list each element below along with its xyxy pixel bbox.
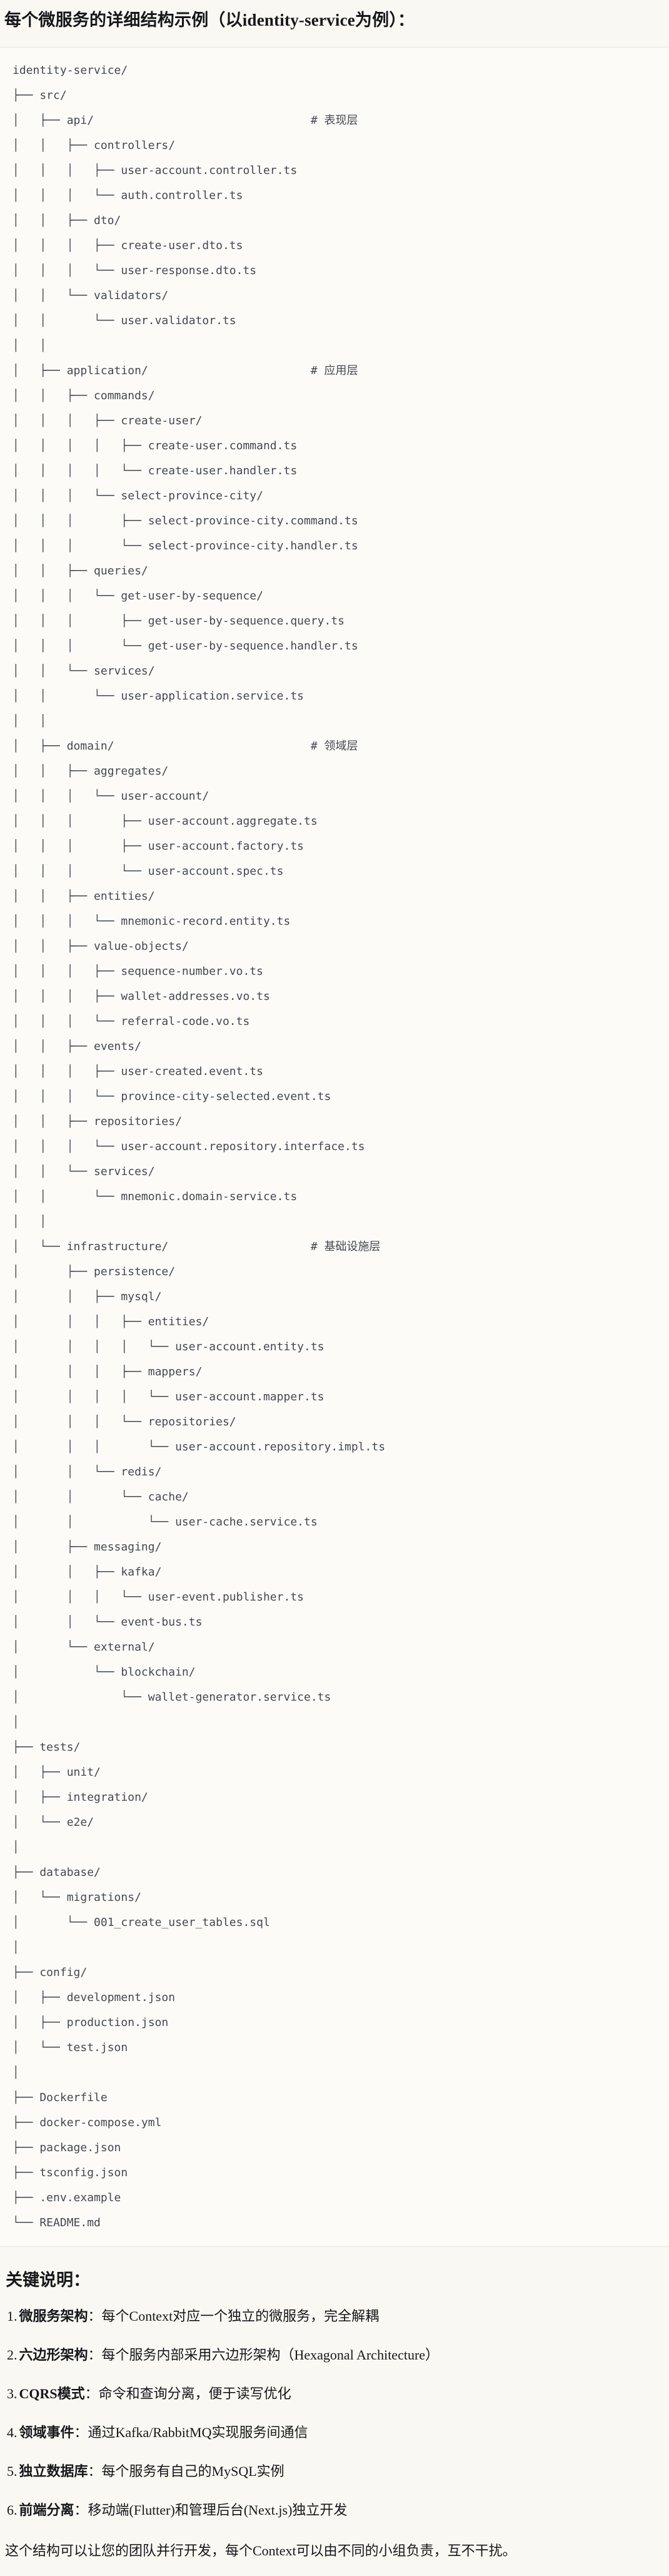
note-number: 1. (7, 2308, 18, 2324)
note-text: ：每个服务有自己的MySQL实例 (88, 2463, 284, 2479)
notes-footer: 这个结构可以让您的团队并行开发，每个Context可以由不同的小组负责，互不干扰… (5, 2543, 516, 2558)
note-item-3: 3.CQRS模式：命令和查询分离，便于读写优化 (7, 2385, 664, 2403)
note-item-2: 2.六边形架构：每个服务内部采用六边形架构（Hexagonal Architec… (7, 2346, 664, 2365)
note-label: 微服务架构 (19, 2308, 88, 2324)
note-label: 六边形架构 (19, 2347, 88, 2363)
note-item-4: 4.领域事件：通过Kafka/RabbitMQ实现服务间通信 (7, 2423, 664, 2442)
note-label: 领域事件 (19, 2425, 74, 2440)
notes-section: 关键说明： 1.微服务架构：每个Context对应一个独立的微服务，完全解耦 2.… (0, 2268, 669, 2561)
note-number: 6. (7, 2502, 18, 2518)
note-number: 2. (7, 2347, 18, 2363)
note-item-1: 1.微服务架构：每个Context对应一个独立的微服务，完全解耦 (7, 2307, 664, 2326)
note-item-5: 5.独立数据库：每个服务有自己的MySQL实例 (7, 2462, 664, 2481)
note-text: ：命令和查询分离，便于读写优化 (84, 2386, 291, 2401)
note-text: ：通过Kafka/RabbitMQ实现服务间通信 (74, 2425, 308, 2440)
note-text: ：每个服务内部采用六边形架构（Hexagonal Architecture） (88, 2347, 440, 2363)
note-label: CQRS模式 (19, 2386, 85, 2401)
note-number: 4. (7, 2425, 18, 2440)
note-item-6: 6.前端分离：移动端(Flutter)和管理后台(Next.js)独立开发 (7, 2501, 664, 2520)
note-number: 3. (7, 2386, 18, 2401)
code-block: identity-service/ ├── src/ │ ├── api/ # … (0, 47, 669, 2247)
note-label: 前端分离 (19, 2502, 74, 2518)
note-text: ：每个Context对应一个独立的微服务，完全解耦 (88, 2308, 380, 2324)
note-text: ：移动端(Flutter)和管理后台(Next.js)独立开发 (74, 2502, 348, 2518)
note-label: 独立数据库 (19, 2463, 88, 2479)
page-header: 每个微服务的详细结构示例（以identity-service为例）： (0, 0, 669, 32)
page-title: 每个微服务的详细结构示例（以identity-service为例）： (4, 11, 415, 29)
note-number: 5. (7, 2463, 18, 2479)
directory-tree: identity-service/ ├── src/ │ ├── api/ # … (13, 64, 386, 2229)
notes-heading: 关键说明： (6, 2271, 90, 2289)
